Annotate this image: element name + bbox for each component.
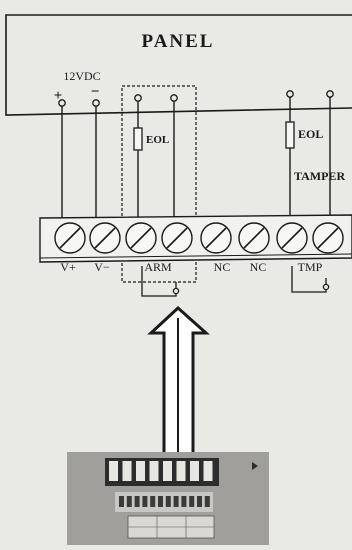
dip-switch (204, 496, 210, 507)
arm-bridge-link (141, 266, 180, 297)
minus-symbol: − (91, 84, 100, 100)
terminal-label: V+ (60, 260, 76, 274)
connector-pin (149, 461, 159, 481)
tamper-resistor-symbol (285, 121, 295, 149)
connector-pin (136, 461, 145, 481)
terminal-dot-tamper-right (326, 90, 334, 98)
tamper-eol-label: EOL (298, 127, 323, 141)
arm-dashed-enclosure (121, 85, 197, 283)
dip-switch (173, 496, 179, 507)
tamper-bridge-link (291, 266, 330, 293)
terminal-label: V− (94, 260, 110, 274)
device-connector (105, 458, 219, 486)
terminal-screw-slot (130, 227, 152, 249)
terminal-label: NC (250, 260, 267, 274)
connector-pin (163, 461, 172, 481)
dip-switch (126, 496, 132, 507)
terminal-screw-slot (281, 227, 303, 249)
power-labels: 12VDC + − (54, 69, 101, 104)
dip-switch (181, 496, 187, 507)
dip-switch (158, 496, 163, 507)
terminal-screw-slot (243, 227, 265, 249)
dip-switch (134, 496, 140, 507)
terminal-screw-slot (59, 227, 81, 249)
up-arrow-icon (147, 305, 210, 462)
terminal-dot-v-minus (92, 99, 100, 107)
dip-switch (119, 496, 124, 507)
dip-switch (142, 496, 148, 507)
dip-switch (165, 496, 171, 507)
terminal-labels: V+ V− ARM NC NC TMP (60, 260, 322, 274)
panel-wires (61, 96, 331, 220)
terminal-screw-slot (205, 227, 227, 249)
connector-pin (190, 461, 199, 481)
terminal-dot-arm-right (170, 94, 178, 102)
dip-switch (150, 496, 156, 507)
terminal-screw-slot (94, 227, 116, 249)
connector-pin (109, 461, 118, 481)
dip-switch-bank (119, 496, 210, 507)
device-arrow-marker (252, 462, 258, 470)
terminal-dot-v-plus (58, 99, 66, 107)
terminal-screw-slot (166, 227, 188, 249)
plus-symbol: + (54, 88, 63, 104)
terminal-block-body (39, 214, 352, 263)
connector-pin (176, 461, 186, 481)
panel-title: PANEL (142, 31, 215, 52)
connector-pin (122, 461, 132, 481)
dip-switch (197, 496, 202, 507)
terminal-dot-arm-left (134, 94, 142, 102)
arm-resistor-symbol (133, 127, 143, 151)
terminal-label: ARM (144, 260, 172, 274)
terminal-label: NC (214, 260, 231, 274)
terminal-block-divider (39, 253, 352, 259)
connector-pin (203, 461, 213, 481)
panel-box: PANEL (5, 14, 352, 116)
terminal-dot-tamper-left (286, 90, 294, 98)
terminal-block (39, 214, 352, 263)
arm-eol-resistor: EOL (133, 127, 169, 151)
terminal-label: TMP (298, 260, 323, 274)
device-module-photo (67, 452, 269, 545)
power-voltage-label: 12VDC (63, 69, 100, 83)
dip-switch (189, 496, 195, 507)
terminal-screws (54, 222, 344, 254)
terminal-screw-slot (317, 227, 339, 249)
tamper-eol-resistor: EOL (285, 121, 323, 149)
connector-pins (109, 461, 213, 481)
panel-terminal-dots (58, 90, 334, 107)
tamper-caption: TAMPER (294, 169, 345, 183)
arm-eol-label: EOL (146, 134, 169, 146)
